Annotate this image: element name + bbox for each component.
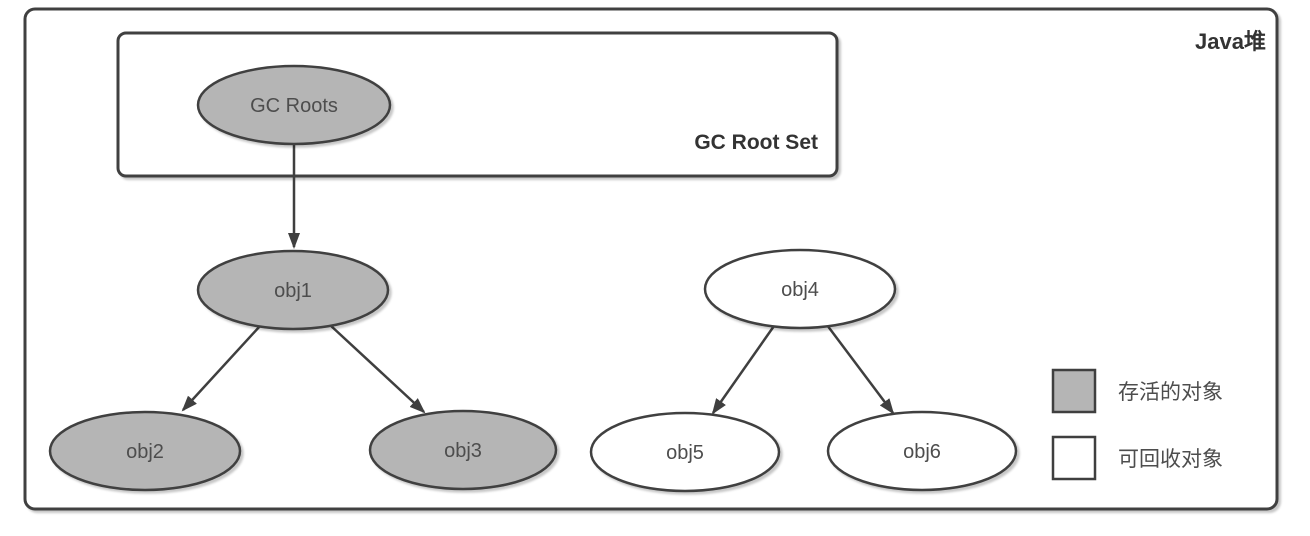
edges	[181, 144, 895, 415]
node-obj5-label: obj5	[666, 442, 704, 464]
node-obj3-ellipse	[368, 409, 558, 491]
node-obj3: obj3	[368, 409, 558, 491]
node-obj6-label: obj6	[903, 441, 941, 463]
node-obj3-label: obj3	[444, 440, 482, 462]
node-obj5: obj5	[589, 411, 781, 493]
legend-swatch-alive	[1051, 368, 1097, 414]
legend-label-alive: 存活的对象	[1118, 381, 1223, 404]
node-obj1: obj1	[196, 249, 390, 331]
node-obj1-ellipse	[196, 249, 390, 331]
java-heap-label: Java堆	[1195, 29, 1266, 54]
edge-obj4-to-obj6	[826, 324, 895, 415]
node-obj2-label: obj2	[126, 441, 164, 463]
node-obj2: obj2	[48, 410, 242, 492]
legend-label-collectible: 可回收对象	[1118, 448, 1223, 471]
node-obj4-ellipse	[703, 248, 897, 330]
edge-obj1-to-obj3	[329, 324, 426, 414]
legend-swatch-collectible	[1051, 435, 1097, 481]
node-obj4-label: obj4	[781, 279, 819, 301]
node-gc-roots: GC Roots	[196, 64, 392, 146]
node-obj4: obj4	[703, 248, 897, 330]
node-obj1-label: obj1	[274, 280, 312, 302]
node-gc-roots-ellipse	[196, 64, 392, 146]
legend: 存活的对象 可回收对象	[1051, 368, 1223, 481]
edge-obj4-to-obj5	[711, 325, 776, 415]
node-obj6-ellipse	[826, 410, 1018, 492]
node-obj5-ellipse	[589, 411, 781, 493]
node-obj2-ellipse	[48, 410, 242, 492]
node-gc-roots-label: GC Roots	[250, 95, 338, 117]
gc-root-set-label: GC Root Set	[694, 131, 818, 154]
node-obj6: obj6	[826, 410, 1018, 492]
edge-obj1-to-obj2	[181, 325, 261, 412]
